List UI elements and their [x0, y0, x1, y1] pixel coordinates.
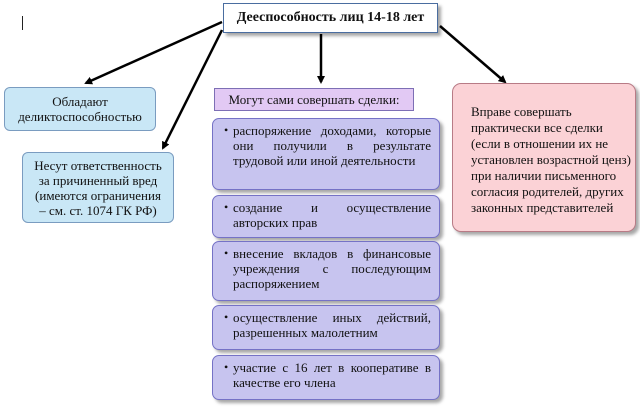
deals-header: Могут сами совершать сделки:: [228, 91, 400, 107]
bullet-icon: •: [224, 200, 229, 214]
consent-line: законных представителей: [471, 200, 614, 215]
bullet-icon: •: [224, 360, 229, 374]
diagram-title: Дееспособность лиц 14-18 лет: [236, 10, 425, 25]
consent-line: согласия родителей, других: [471, 184, 624, 199]
liability-line: – см. ст. 1074 ГК РФ): [39, 202, 157, 218]
delict-capacity-box: Обладают деликтоспособностью: [4, 87, 156, 131]
text-cursor: [22, 16, 23, 30]
delict-line: Обладают: [52, 94, 108, 109]
arrow-to-liability: [161, 29, 224, 150]
delict-line: деликтоспособностью: [18, 109, 142, 124]
deal-item: • участие с 16 лет в кооперативе в качес…: [212, 355, 440, 400]
diagram-title-box: Дееспособность лиц 14-18 лет: [223, 3, 438, 33]
deal-item-text: участие с 16 лет в кооперативе в качеств…: [233, 360, 431, 390]
bullet-icon: •: [224, 123, 229, 137]
arrow-to-delict: [84, 20, 223, 85]
liability-line: за причиненный вред: [38, 172, 158, 188]
liability-line: (имеются ограничения: [35, 187, 161, 203]
consent-deals-box: Вправе совершать практически все сделки …: [452, 83, 636, 232]
deal-item: • создание и осуществление авторских пра…: [212, 195, 440, 238]
deal-item-text: распоряжение доходами, которые они получ…: [233, 123, 431, 168]
consent-line: установлен возрастной ценз): [471, 152, 631, 167]
deal-item-text: осуществление иных действий, разрешенных…: [233, 310, 431, 340]
consent-line: Вправе совершать: [471, 104, 572, 119]
deals-header-box: Могут сами совершать сделки:: [214, 88, 414, 111]
consent-line: при наличии письменного: [471, 168, 617, 183]
bullet-icon: •: [224, 246, 229, 260]
arrow-to-right-box: [439, 25, 507, 84]
deal-item: • распоряжение доходами, которые они пол…: [212, 118, 440, 190]
deal-item-text: создание и осуществление авторских прав: [233, 200, 431, 230]
consent-line: практически все сделки: [471, 120, 603, 135]
deal-item: • осуществление иных действий, разрешенн…: [212, 305, 440, 350]
deal-item-text: внесение вкладов в финансовые учреждения…: [233, 246, 431, 291]
liability-box: Несут ответственность за причиненный вре…: [22, 152, 174, 223]
consent-line: (если в отношении их не: [471, 136, 609, 151]
deal-item: • внесение вкладов в финансовые учрежден…: [212, 241, 440, 301]
liability-line: Несут ответственность: [34, 157, 162, 173]
bullet-icon: •: [224, 310, 229, 324]
